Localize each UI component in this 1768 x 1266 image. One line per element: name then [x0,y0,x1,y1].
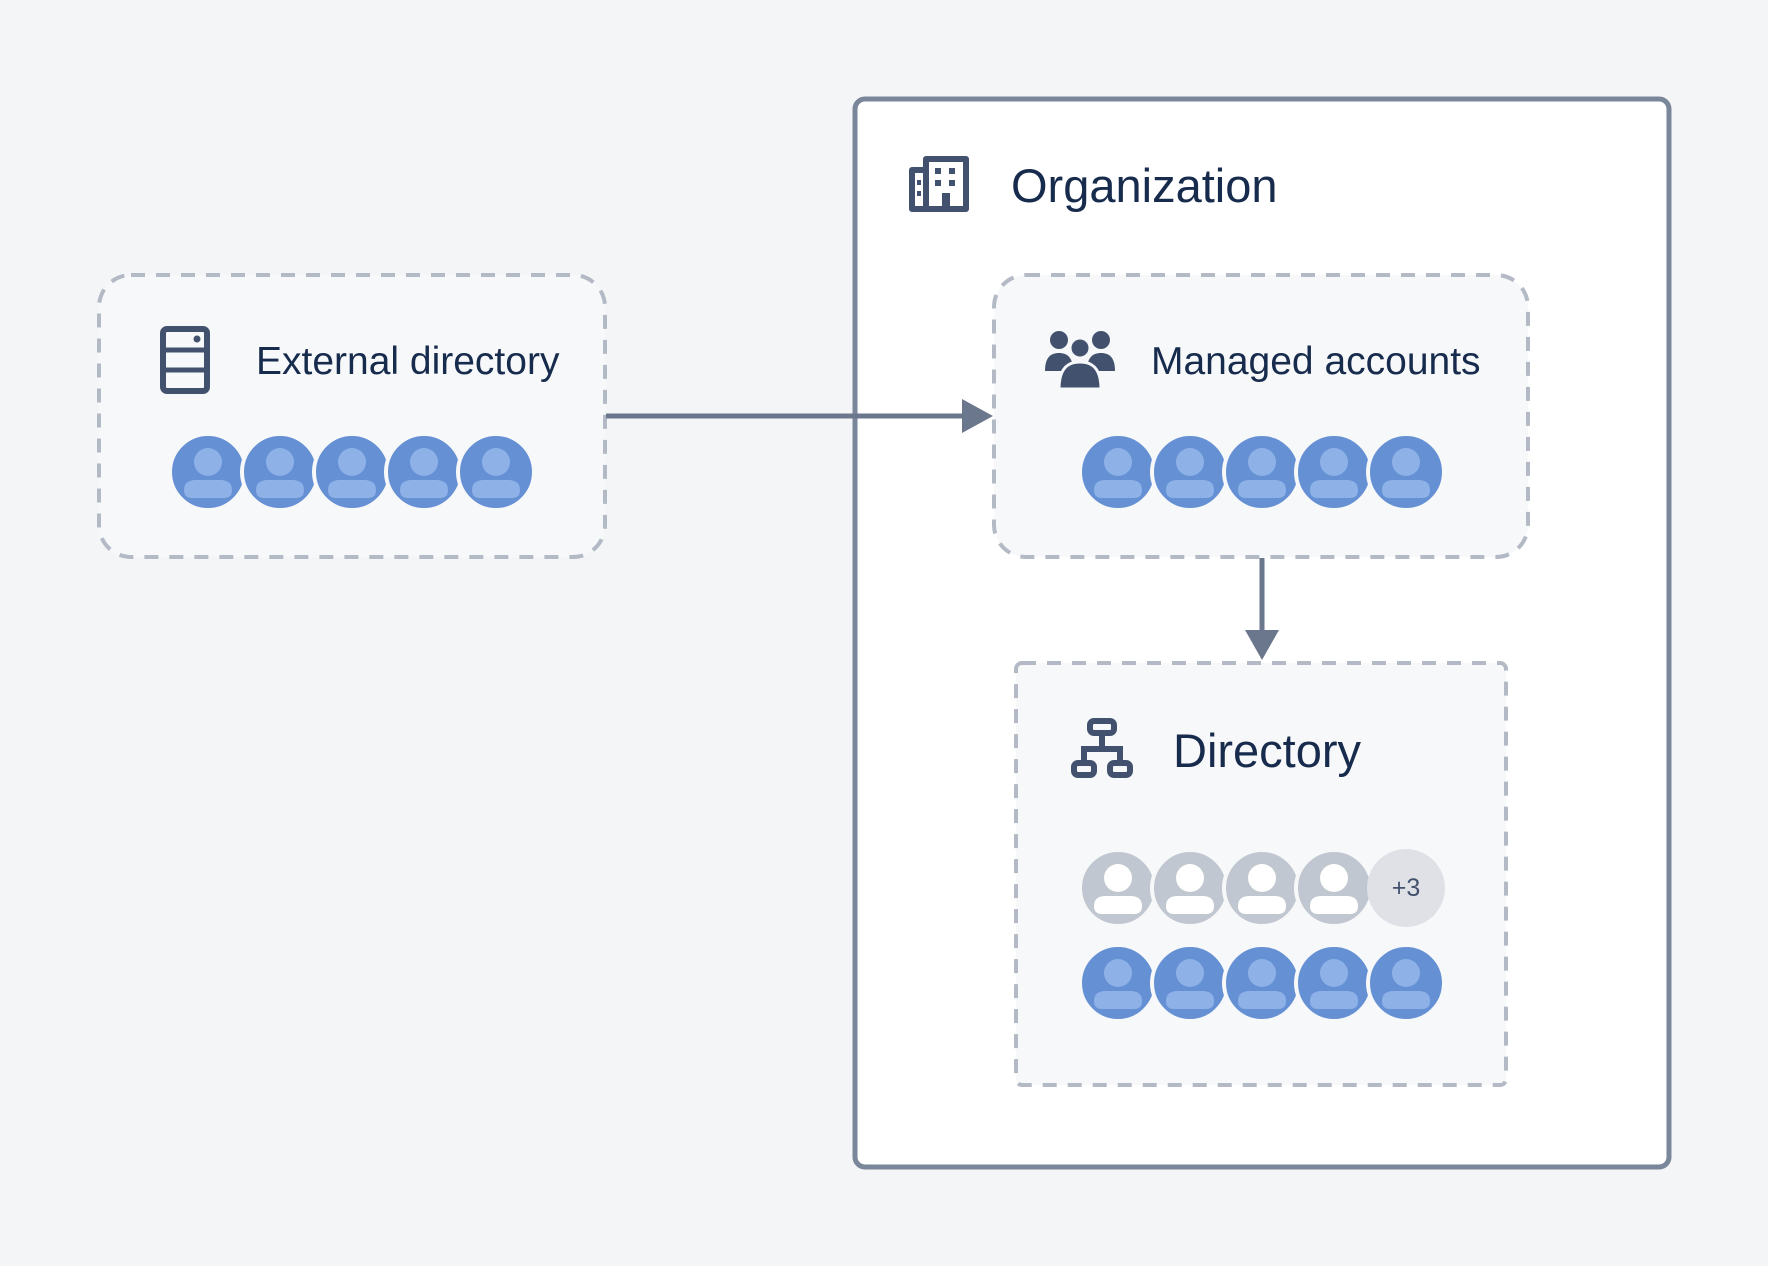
directory-inactive-user-avatar [1078,848,1158,928]
directory-user-avatar [1222,943,1302,1023]
managed-accounts-title: Managed accounts [1151,340,1481,383]
directory-inactive-user-avatar [1294,848,1374,928]
building-icon [909,156,969,212]
managed-user-avatar [1150,432,1230,512]
external-user-avatar [312,432,392,512]
managed-user-avatar [1078,432,1158,512]
server-icon [160,326,210,394]
managed-to-directory-arrow-head [1245,630,1279,660]
directory-user-avatar [1366,943,1446,1023]
managed-user-avatar [1366,432,1446,512]
directory-title: Directory [1173,724,1362,777]
directory-inactive-user-avatar [1222,848,1302,928]
external-user-avatar [456,432,536,512]
external-directory-title: External directory [256,340,560,383]
more-users-badge[interactable]: +3 [1367,849,1445,927]
external-user-avatar [168,432,248,512]
directory-user-avatar [1294,943,1374,1023]
managed-accounts-box [992,273,1530,559]
people-group-icon [1045,331,1115,391]
external-user-avatar [384,432,464,512]
external-user-avatar [240,432,320,512]
directory-inactive-user-avatar [1150,848,1230,928]
managed-user-avatar [1222,432,1302,512]
hierarchy-icon [1071,718,1133,778]
organization-title: Organization [1011,159,1278,212]
directory-user-avatar [1150,943,1230,1023]
sync-arrow-head [962,399,993,433]
external-directory-box [97,273,607,559]
directory-user-avatar [1078,943,1158,1023]
managed-user-avatar [1294,432,1374,512]
